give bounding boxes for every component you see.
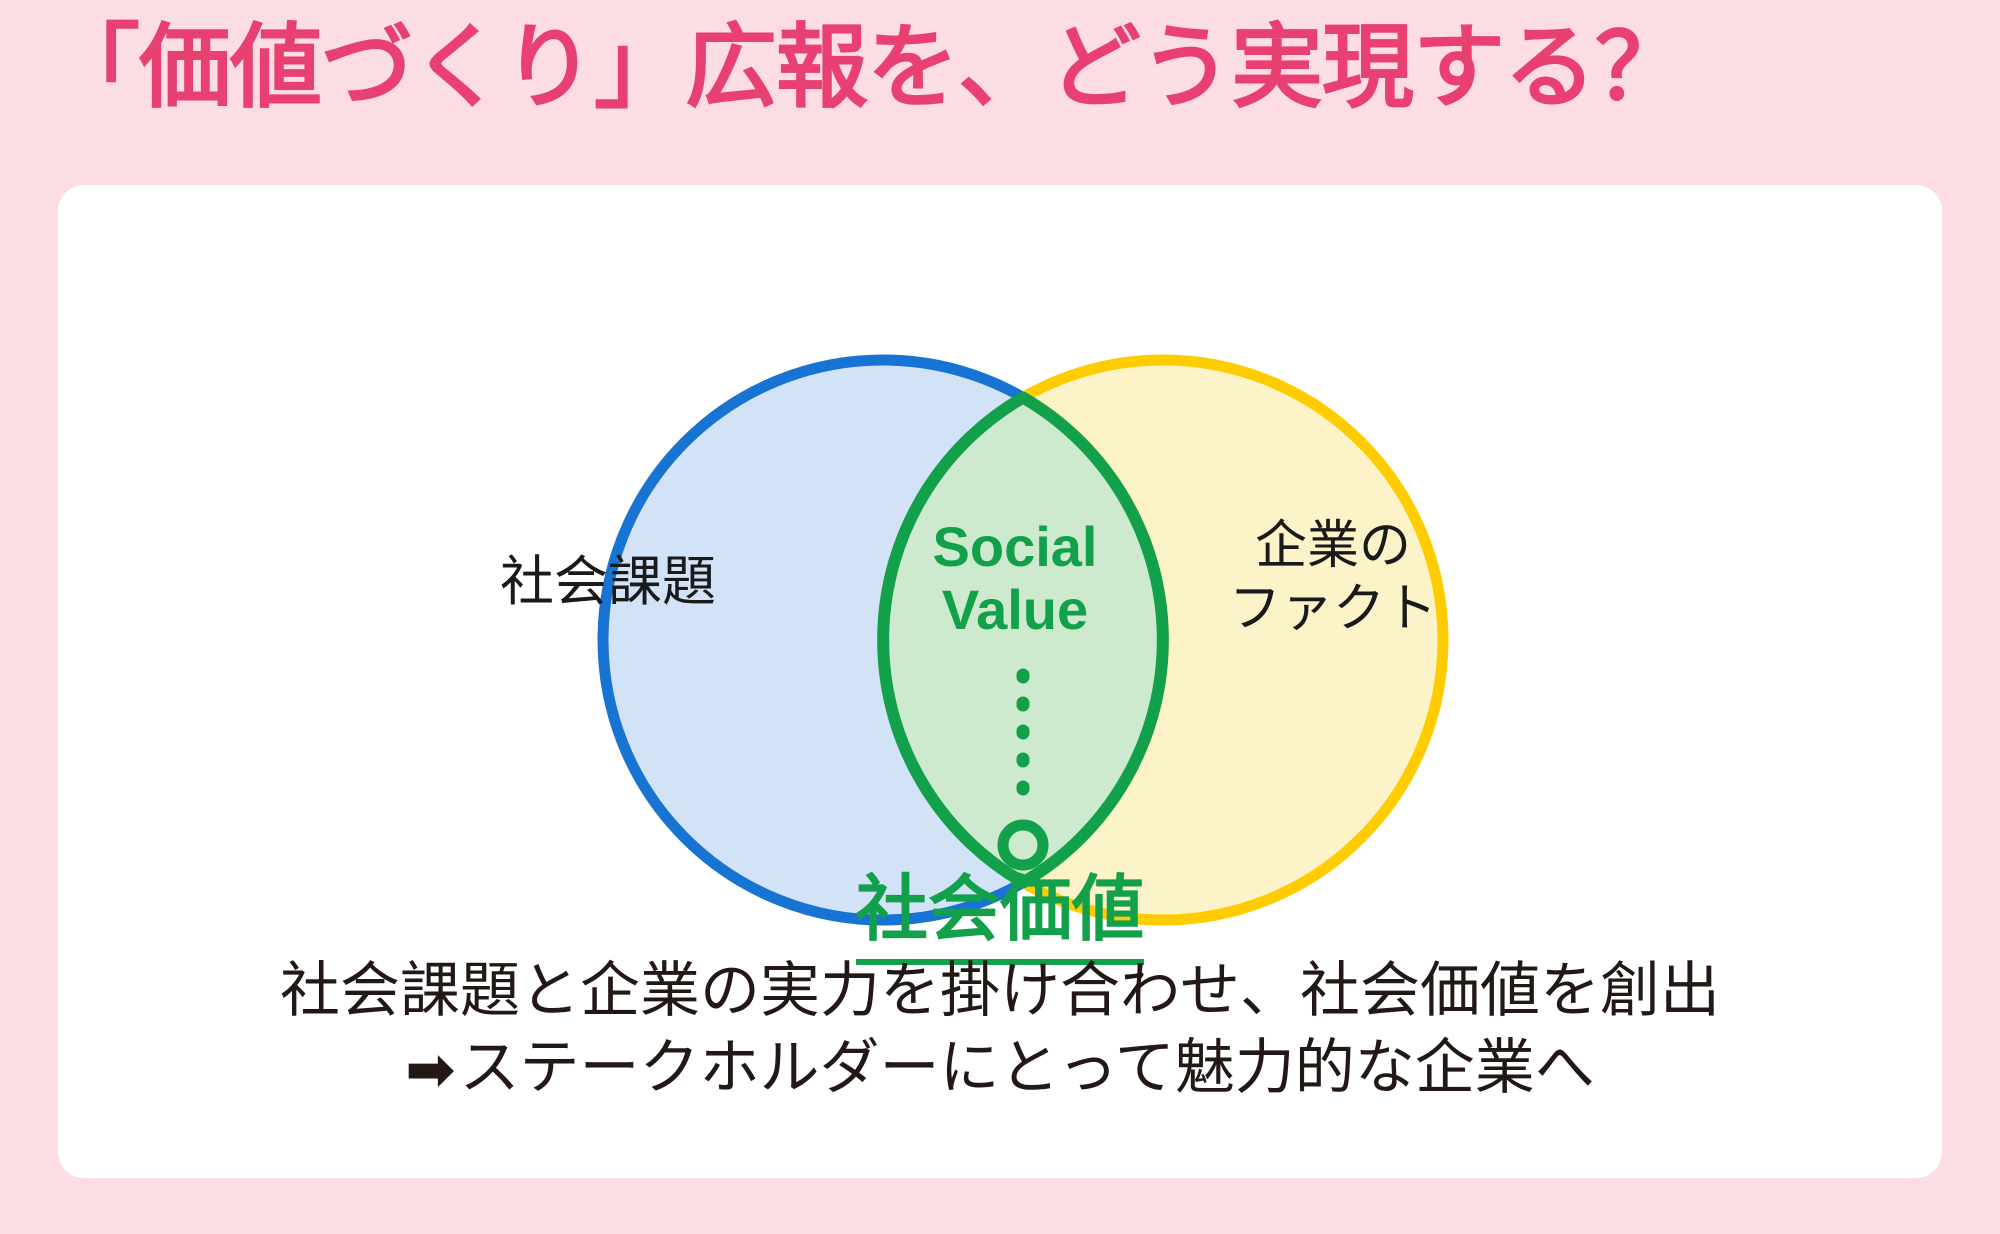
circle-marker-icon (997, 819, 1049, 871)
caption-line-2-wrap: ➡ステークホルダーにとって魅力的な企業へ (58, 1030, 1942, 1107)
arrow-right-icon: ➡ (405, 1035, 456, 1103)
venn-diagram: 社会課題 Social Value 企業の ファクト 社会価値 (58, 185, 1942, 965)
intersection-lens-fill (883, 360, 1163, 920)
page-title: 「価値づくり」広報を、どう実現する？ (48, 16, 1687, 119)
caption-line-1: 社会課題と企業の実力を掛け合わせ、社会価値を創出 (280, 957, 1720, 1024)
callout-label-text: 社会価値 (855, 850, 1144, 965)
caption-line-2: ステークホルダーにとって魅力的な企業へ (459, 1033, 1595, 1101)
intersection-lens-outline (877, 391, 1169, 889)
callout-label: 社会価値 (58, 850, 1942, 965)
venn-diagram-svg (597, 354, 1449, 926)
content-card: 社会課題 Social Value 企業の ファクト 社会価値 社会課題と企業の… (58, 185, 1942, 1178)
caption-block: 社会課題と企業の実力を掛け合わせ、社会価値を創出 ➡ステークホルダーにとって魅力… (58, 953, 1942, 1107)
